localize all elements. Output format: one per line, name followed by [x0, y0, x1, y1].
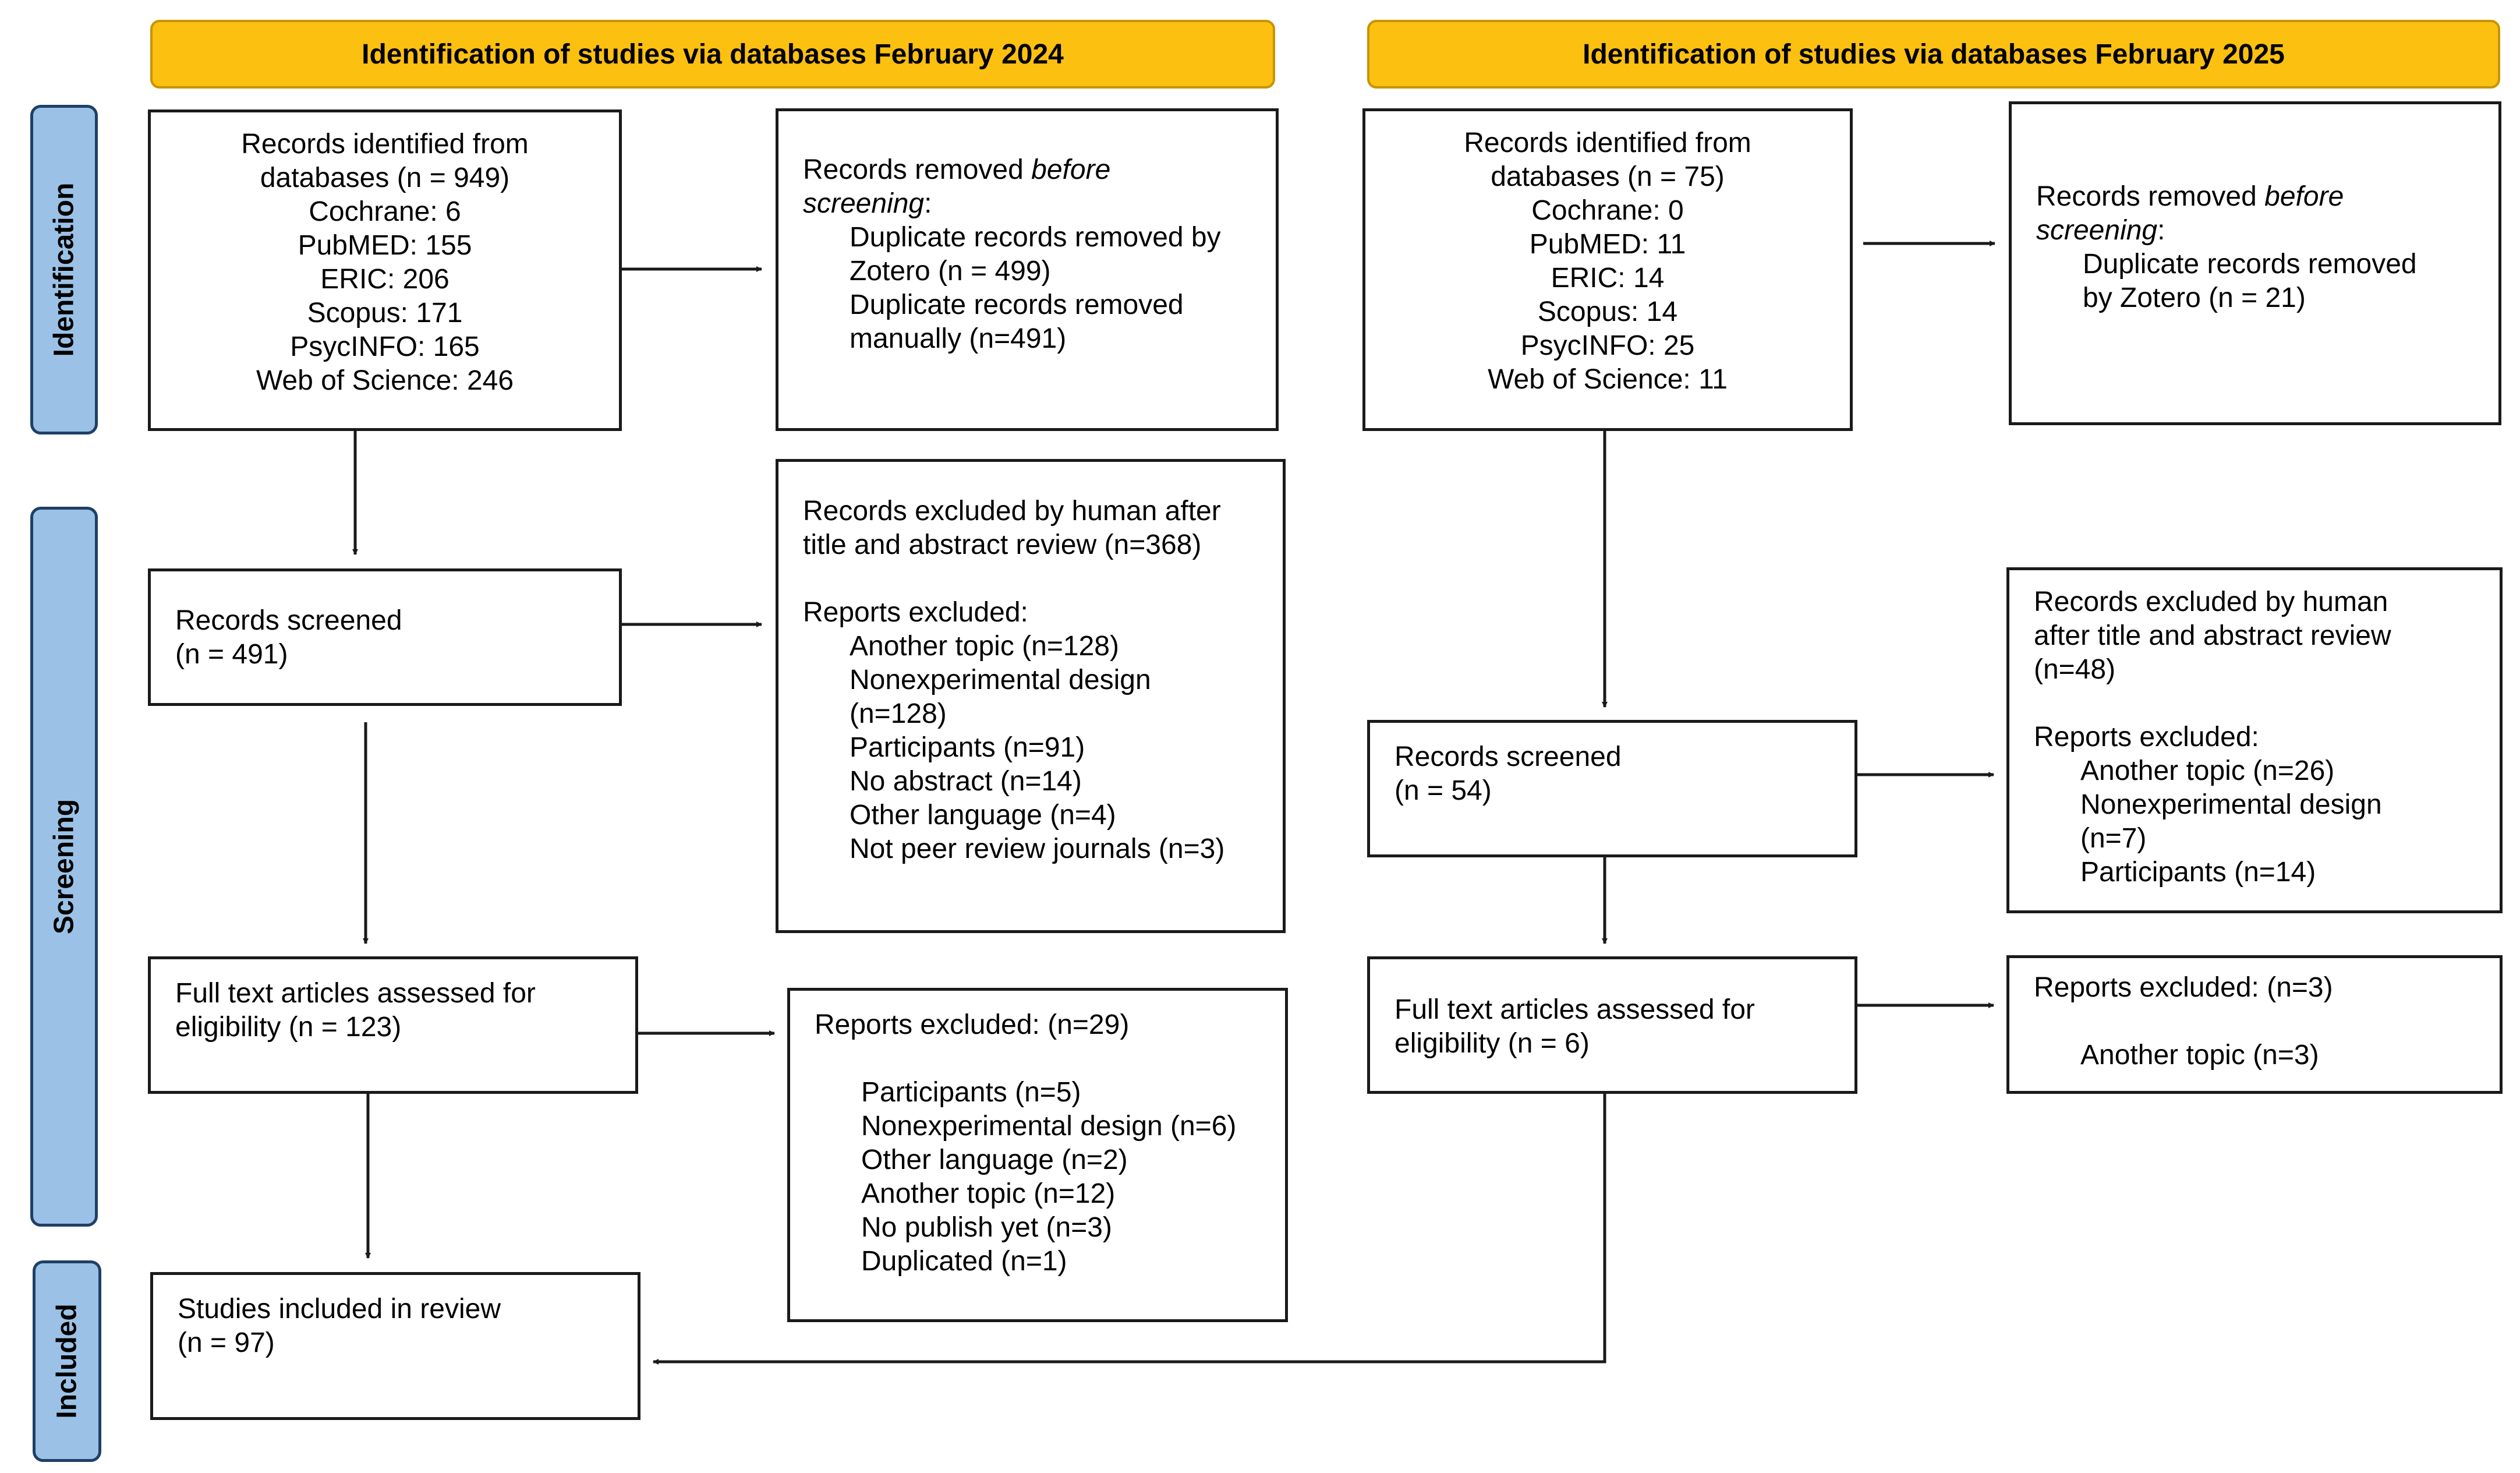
identified-2024-line: Scopus: 171	[307, 298, 463, 328]
excluded-human-2024-item: No abstract (n=14)	[850, 766, 1082, 797]
removed-2024-heading-2: screening:	[803, 187, 1276, 221]
records-excluded-human-2024: Records excluded by human after title an…	[776, 459, 1286, 933]
screened-2024-line: Records screened	[175, 605, 402, 636]
header-2025: Identification of studies via databases …	[1367, 20, 2500, 89]
records-removed-2024: Records removed before screening: Duplic…	[776, 108, 1279, 431]
excluded-human-2024-item: Nonexperimental design	[850, 665, 1151, 695]
removed-2024-heading-italic-2: screening	[803, 188, 925, 219]
excluded-human-2025-reports-label: Reports excluded:	[2034, 722, 2259, 753]
phase-screening: Screening	[30, 507, 98, 1227]
studies-included: Studies included in review (n = 97)	[150, 1272, 640, 1420]
removed-2025-heading-colon: :	[2157, 215, 2165, 246]
fulltext-2025-line: Full text articles assessed for	[1395, 994, 1755, 1025]
reports-excluded-2024-item: Participants (n=5)	[861, 1077, 1081, 1108]
records-identified-2025: Records identified from databases (n = 7…	[1362, 108, 1853, 431]
fulltext-2024-line: Full text articles assessed for	[175, 978, 536, 1009]
identified-2024-line: PubMED: 155	[298, 230, 472, 261]
reports-excluded-2024-item: Nonexperimental design (n=6)	[861, 1111, 1237, 1142]
header-2024: Identification of studies via databases …	[150, 20, 1275, 89]
removed-2025-heading-text: Records removed	[2036, 181, 2265, 212]
records-identified-2024: Records identified from databases (n = 9…	[148, 109, 622, 431]
identified-2024-line: databases (n = 949)	[260, 163, 510, 193]
excluded-human-2024-item: Participants (n=91)	[850, 732, 1085, 763]
removed-2024-item: manually (n=491)	[850, 323, 1067, 354]
excluded-human-2024-line: Records excluded by human after	[803, 496, 1221, 527]
excluded-human-2025-item: Another topic (n=26)	[2080, 755, 2335, 786]
removed-2025-heading: Records removed before	[2036, 180, 2498, 214]
removed-2024-item: Duplicate records removed by	[850, 222, 1221, 253]
included-line: Studies included in review	[178, 1294, 501, 1324]
fulltext-assessed-2024: Full text articles assessed for eligibil…	[148, 956, 638, 1094]
identified-2025-line: PubMED: 11	[1529, 229, 1686, 260]
identified-2024-line: PsycINFO: 165	[290, 331, 480, 362]
identified-2025-line: Cochrane: 0	[1531, 195, 1684, 226]
screened-2025-line: Records screened	[1395, 741, 1622, 772]
removed-2025-item: Duplicate records removed	[2083, 249, 2417, 280]
reports-excluded-2025-label: Reports excluded: (n=3)	[2034, 972, 2333, 1003]
identified-2024-line: Records identified from	[241, 129, 529, 160]
removed-2024-item: Duplicate records removed	[850, 289, 1184, 320]
identified-2025-line: Scopus: 14	[1537, 296, 1678, 327]
excluded-human-2024-reports-label: Reports excluded:	[803, 597, 1028, 628]
identified-2025-line: PsycINFO: 25	[1520, 330, 1695, 361]
phase-included: Included	[33, 1260, 101, 1462]
removed-2025-heading-2: screening:	[2036, 214, 2498, 248]
reports-excluded-2024-label: Reports excluded: (n=29)	[815, 1009, 1130, 1040]
excluded-human-2025-item: Participants (n=14)	[2080, 857, 2316, 888]
identified-2024-line: ERIC: 206	[320, 264, 450, 295]
identified-2024-line: Cochrane: 6	[309, 196, 461, 227]
excluded-human-2025-item: Nonexperimental design	[2080, 789, 2382, 820]
removed-2024-heading-colon: :	[924, 188, 932, 219]
identified-2025-line: ERIC: 14	[1551, 263, 1665, 294]
screened-2024-line: (n = 491)	[175, 639, 288, 670]
removed-2025-heading-italic-2: screening	[2036, 215, 2158, 246]
fulltext-2025-line: eligibility (n = 6)	[1395, 1028, 1590, 1059]
reports-excluded-2024-item: No publish yet (n=3)	[861, 1212, 1112, 1243]
removed-2025-item: by Zotero (n = 21)	[2083, 282, 2306, 313]
fulltext-assessed-2025: Full text articles assessed for eligibil…	[1367, 956, 1857, 1094]
removed-2024-item: Zotero (n = 499)	[850, 256, 1051, 287]
identified-2025-line: databases (n = 75)	[1491, 161, 1725, 192]
excluded-human-2025-line: (n=48)	[2034, 654, 2116, 685]
arrow-fulltext-2025-to-included	[653, 1094, 1606, 1365]
excluded-human-2024-item: Not peer review journals (n=3)	[850, 833, 1225, 864]
excluded-human-2025-line: after title and abstract review	[2034, 620, 2391, 651]
phase-identification: Identification	[30, 105, 98, 435]
removed-2024-heading-text: Records removed	[803, 154, 1032, 185]
reports-excluded-2024-item: Other language (n=2)	[861, 1145, 1128, 1175]
excluded-human-2024-item: (n=128)	[850, 698, 947, 729]
excluded-human-2024-item: Another topic (n=128)	[850, 631, 1119, 662]
reports-excluded-2024: Reports excluded: (n=29) Participants (n…	[787, 988, 1288, 1322]
excluded-human-2025-item: (n=7)	[2080, 823, 2147, 854]
excluded-human-2024-line: title and abstract review (n=368)	[803, 529, 1202, 560]
screened-2025-line: (n = 54)	[1395, 775, 1492, 806]
included-line: (n = 97)	[178, 1327, 275, 1358]
reports-excluded-2025: Reports excluded: (n=3) Another topic (n…	[2006, 955, 2503, 1094]
identified-2024-line: Web of Science: 246	[256, 365, 514, 396]
reports-excluded-2024-item: Another topic (n=12)	[861, 1178, 1116, 1209]
excluded-human-2025-line: Records excluded by human	[2034, 587, 2388, 617]
records-removed-2025: Records removed before screening: Duplic…	[2009, 101, 2501, 425]
reports-excluded-2025-item: Another topic (n=3)	[2080, 1040, 2319, 1071]
identified-2025-line: Records identified from	[1464, 128, 1751, 158]
records-excluded-human-2025: Records excluded by human after title an…	[2006, 567, 2503, 913]
reports-excluded-2024-item: Duplicated (n=1)	[861, 1246, 1067, 1277]
excluded-human-2024-item: Other language (n=4)	[850, 800, 1116, 831]
fulltext-2024-line: eligibility (n = 123)	[175, 1012, 402, 1043]
records-screened-2024: Records screened (n = 491)	[148, 568, 622, 706]
identified-2025-line: Web of Science: 11	[1488, 364, 1728, 395]
removed-2024-heading-italic: before	[1031, 154, 1111, 185]
records-screened-2025: Records screened (n = 54)	[1367, 720, 1857, 857]
removed-2025-heading-italic: before	[2264, 181, 2344, 212]
removed-2024-heading: Records removed before	[803, 153, 1276, 187]
